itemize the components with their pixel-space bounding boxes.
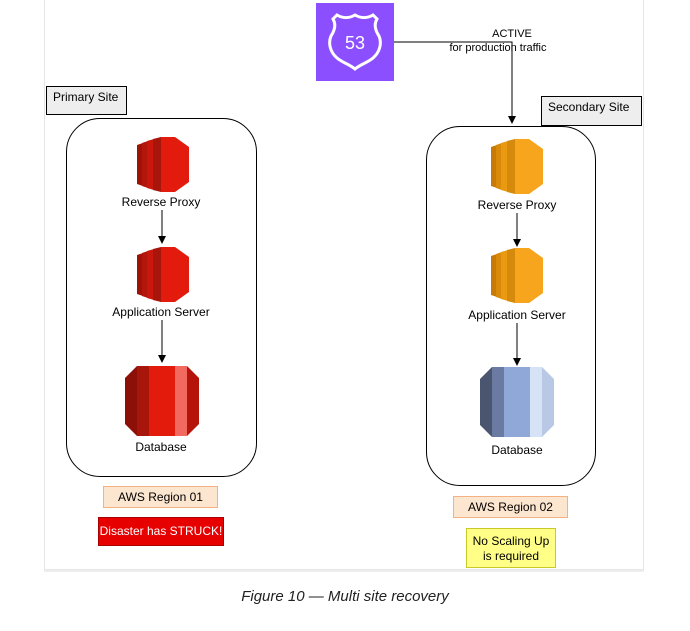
route53-icon: 53 bbox=[316, 3, 394, 81]
secondary-database-label: Database bbox=[491, 443, 543, 457]
disaster-alert: Disaster has STRUCK! bbox=[98, 517, 224, 546]
primary-region-tag: AWS Region 01 bbox=[103, 486, 218, 508]
secondary-region-tag: AWS Region 02 bbox=[453, 496, 568, 518]
secondary-app-label: Application Server bbox=[468, 308, 566, 322]
primary-app-ec2-icon bbox=[137, 247, 189, 302]
diagram-frame bbox=[44, 0, 644, 570]
figure-caption: Figure 10 — Multi site recovery bbox=[241, 588, 449, 605]
route53-badge: 53 bbox=[345, 33, 365, 53]
secondary-database-icon bbox=[480, 367, 554, 437]
secondary-proxy-label: Reverse Proxy bbox=[477, 198, 557, 212]
route53-note-active: ACTIVE bbox=[492, 28, 532, 40]
primary-site-tab: Primary Site bbox=[46, 86, 127, 115]
route53-note-traffic: for production traffic bbox=[449, 42, 547, 54]
primary-database-icon bbox=[125, 366, 199, 436]
primary-proxy-label: Reverse Proxy bbox=[121, 195, 201, 209]
no-scaling-note: No Scaling Up is required bbox=[466, 528, 556, 568]
primary-proxy-ec2-icon bbox=[137, 137, 189, 192]
no-scaling-note-line2: is required bbox=[482, 549, 540, 563]
no-scaling-note-line1: No Scaling Up bbox=[472, 534, 550, 548]
primary-database-label: Database bbox=[135, 440, 187, 454]
secondary-app-ec2-icon bbox=[491, 248, 543, 303]
primary-app-label: Application Server bbox=[112, 305, 210, 319]
secondary-proxy-ec2-icon bbox=[491, 139, 543, 194]
secondary-site-tab: Secondary Site bbox=[541, 96, 642, 126]
